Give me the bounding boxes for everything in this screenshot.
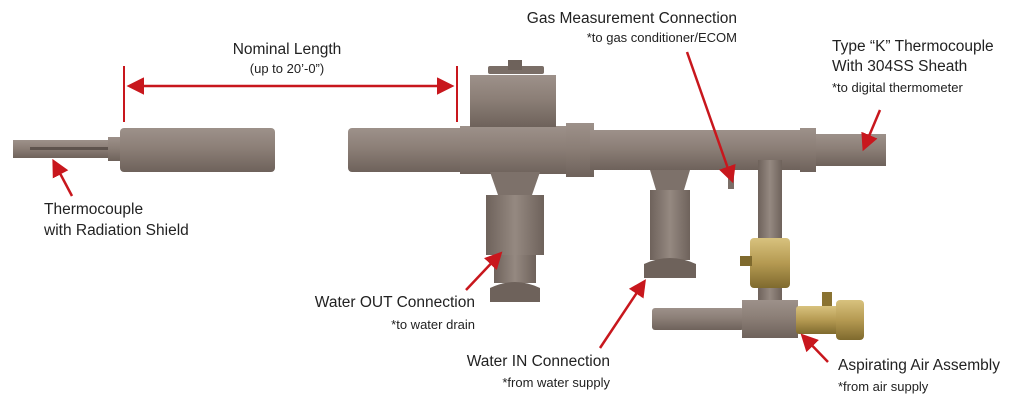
nominal-length-title: Nominal Length [232, 41, 342, 58]
thermocouple-k-line2: With 304SS Sheath [832, 58, 968, 75]
top-housing [470, 60, 556, 127]
aspirating-air-note: *from air supply [838, 379, 929, 394]
arrow-water-out [465, 251, 503, 291]
thermocouple-shield-line2: with Radiation Shield [44, 222, 189, 239]
arrow-water-in [598, 279, 646, 349]
thermocouple-k-note: *to digital thermometer [832, 80, 963, 95]
water-in-leg [644, 170, 696, 278]
gas-measurement-note: *to gas conditioner/ECOM [586, 30, 737, 45]
nominal-length-dimension [123, 66, 458, 122]
thermocouple-probe [13, 137, 122, 161]
water-in-note: *from water supply [502, 375, 610, 390]
nominal-length-note: (up to 20’-0”) [249, 61, 325, 76]
aspirating-air-assembly [652, 160, 864, 340]
water-out-title: Water OUT Connection [314, 294, 475, 311]
water-in-title: Water IN Connection [466, 353, 610, 370]
arrow-thermocouple-k [861, 109, 882, 152]
pipe-segment-left [120, 128, 275, 172]
arrow-aspirating-air [800, 333, 829, 363]
gas-measurement-title: Gas Measurement Connection [526, 10, 737, 27]
aspirating-air-title: Aspirating Air Assembly [838, 357, 1000, 374]
water-out-leg [486, 172, 544, 302]
arrow-gas-measurement [685, 51, 736, 184]
arrow-thermocouple-shield [52, 158, 74, 197]
thermocouple-shield-line1: Thermocouple [44, 201, 144, 218]
thermocouple-k-line1: Type “K” Thermocouple [832, 38, 994, 55]
water-out-note: *to water drain [391, 317, 475, 332]
main-pipe [348, 123, 886, 177]
